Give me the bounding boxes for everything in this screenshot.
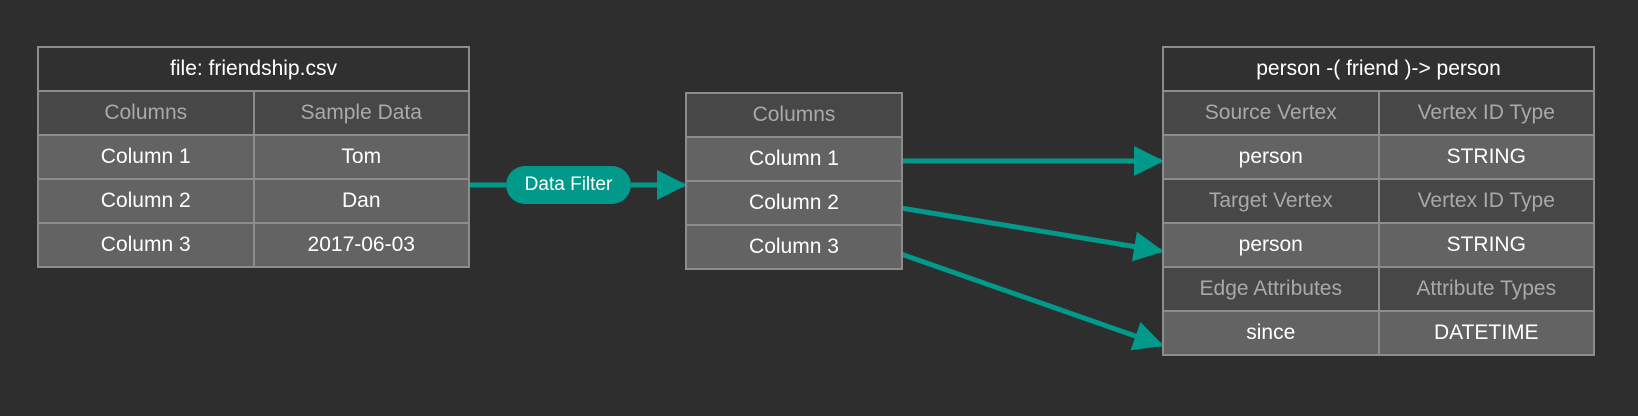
edge-attribute-value: since [1162,310,1380,356]
source-sample-value: 2017-06-03 [252,222,470,268]
source-header-columns: Columns [37,90,255,136]
filtered-row: Column 2 [685,180,903,226]
target-vertex-id-type-header: Vertex ID Type [1377,178,1595,224]
attribute-type-value: DATETIME [1377,310,1595,356]
target-vertex-header: Target Vertex [1162,178,1380,224]
source-sample-value: Tom [252,134,470,180]
source-row: Column 1 Tom [37,134,470,180]
source-row: Column 3 2017-06-03 [37,222,470,268]
data-filter-badge[interactable]: Data Filter [506,166,631,204]
filtered-columns-table: Columns Column 1 Column 2 Column 3 [685,92,903,270]
filtered-column-name: Column 3 [685,224,903,270]
source-sample-value: Dan [252,178,470,224]
source-column-name: Column 3 [37,222,255,268]
filtered-column-name: Column 2 [685,180,903,226]
mapping-arrow-column2 [900,205,1164,262]
target-vertex-id-type-value: STRING [1377,222,1595,268]
target-vertex-value: person [1162,222,1380,268]
edge-schema-table: person -( friend )-> person Source Verte… [1162,46,1595,356]
attribute-types-header: Attribute Types [1377,266,1595,312]
mapping-arrow-column3 [900,251,1164,351]
source-vertex-header: Source Vertex [1162,90,1380,136]
source-column-name: Column 2 [37,178,255,224]
source-row: Column 2 Dan [37,178,470,224]
source-file-table: file: friendship.csv Columns Sample Data… [37,46,470,268]
source-column-name: Column 1 [37,134,255,180]
source-vertex-value: person [1162,134,1380,180]
source-file-title: file: friendship.csv [37,46,470,92]
filtered-header-columns: Columns [685,92,903,138]
source-vertex-id-type-value: STRING [1377,134,1595,180]
filtered-row: Column 1 [685,136,903,182]
filtered-row: Column 3 [685,224,903,270]
edge-attributes-header: Edge Attributes [1162,266,1380,312]
edge-schema-title: person -( friend )-> person [1162,46,1595,92]
source-header-sample-data: Sample Data [252,90,470,136]
source-vertex-id-type-header: Vertex ID Type [1377,90,1595,136]
filtered-column-name: Column 1 [685,136,903,182]
